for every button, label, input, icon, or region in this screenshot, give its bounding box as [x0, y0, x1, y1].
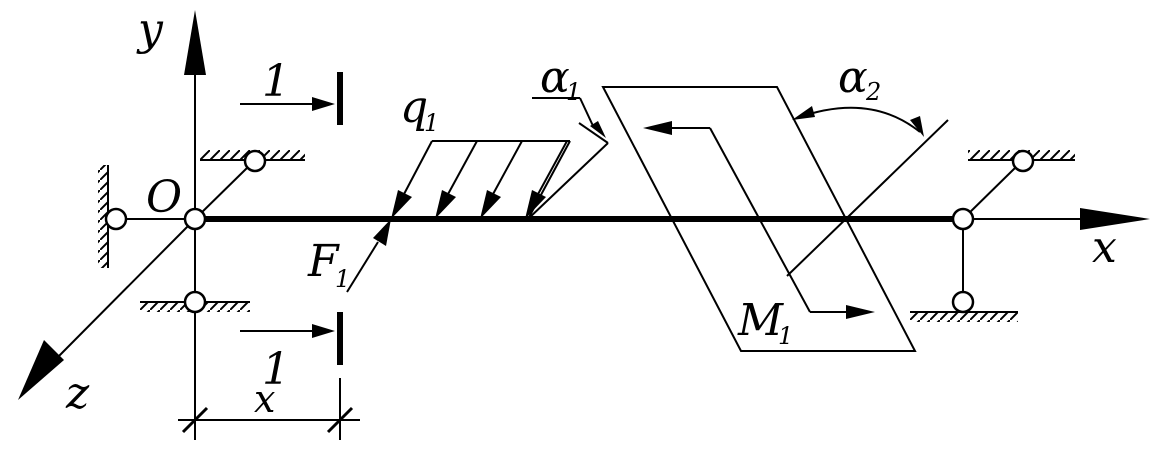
dimension-x — [178, 378, 360, 440]
angle2-label: α — [838, 52, 868, 103]
force-label-sub: 1 — [335, 265, 350, 293]
distributed-load — [391, 122, 609, 220]
force-label: F — [307, 236, 340, 287]
section-marker-bottom — [240, 312, 343, 365]
load-label-sub: 1 — [424, 109, 439, 137]
x-axis-label: x — [1092, 222, 1117, 273]
moment-label-sub: 1 — [778, 322, 793, 350]
left-support — [98, 149, 305, 314]
moment-plane — [601, 86, 949, 352]
force-f1 — [346, 219, 391, 293]
angle-alpha2-arc — [792, 106, 924, 137]
moment-m1 — [643, 121, 875, 319]
moment-label: M — [737, 295, 784, 346]
y-axis-label: y — [136, 4, 164, 55]
angle2-label-sub: 2 — [865, 78, 881, 106]
section-label-bottom: 1 — [262, 344, 290, 395]
right-support — [910, 149, 1075, 322]
z-axis — [18, 218, 196, 400]
z-axis-label: z — [65, 368, 90, 419]
section-marker-top — [240, 72, 343, 125]
angle1-label: α — [540, 52, 570, 103]
angle-alpha1-leader — [532, 97, 606, 138]
load-label: q — [400, 82, 428, 133]
dimension-label: x — [254, 377, 275, 421]
angle1-label-sub: 1 — [566, 78, 581, 106]
section-label-top: 1 — [262, 56, 290, 107]
y-axis — [184, 10, 206, 440]
origin-label: O — [146, 172, 182, 223]
